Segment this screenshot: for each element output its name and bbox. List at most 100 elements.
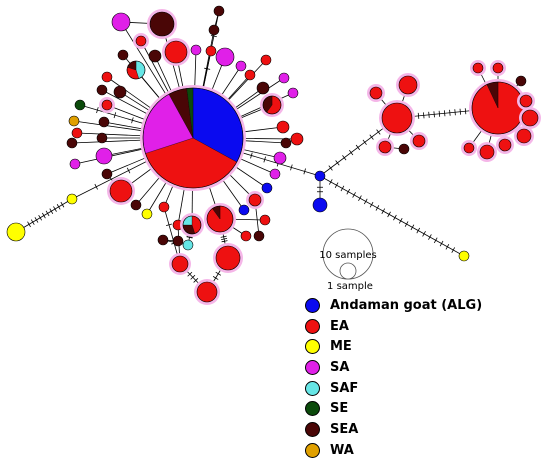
legend-swatch-me [305, 339, 320, 355]
mutation-tick [439, 240, 444, 247]
mutation-tick [454, 109, 456, 116]
node-circle [521, 109, 539, 127]
haplotype-node-n1 [111, 12, 131, 32]
node-outline [126, 60, 146, 80]
mutation-tick [433, 237, 438, 244]
legend-item-ea: EA [305, 316, 482, 337]
mutation-tick [96, 107, 99, 114]
haplotype-node-r2 [469, 79, 527, 137]
mutation-tick [328, 179, 333, 185]
haplotype-node-n42 [180, 213, 204, 237]
node-circle [280, 137, 292, 149]
size-scale: 10 samples 1 sample [319, 228, 377, 292]
haplotype-node-n59 [66, 193, 78, 205]
edge-n57-n61 [319, 175, 465, 257]
node-circle [101, 99, 113, 111]
haplotype-node-n30 [68, 115, 80, 127]
legend-item-wa: WA [305, 440, 482, 461]
node-circle [6, 222, 26, 242]
node-circle [260, 54, 272, 66]
legend-label-wa: WA [330, 442, 354, 458]
mutation-tick [422, 230, 426, 237]
node-circle [113, 85, 127, 99]
legend-item-sea: SEA [305, 419, 482, 440]
haplotype-node-n57 [314, 170, 326, 182]
haplotype-node-r2d [517, 92, 535, 110]
legend-label-se: SE [330, 401, 349, 417]
network-nodes [6, 5, 541, 305]
mutation-tick [387, 211, 391, 218]
legend-label-saf: SAF [330, 380, 359, 396]
mutation-tick [193, 278, 199, 283]
haplotype-node-r2c [515, 75, 527, 87]
node-circle [498, 138, 512, 152]
haplotype-node-n9 [215, 47, 235, 67]
haplotype-node-n18 [290, 132, 304, 146]
mutation-tick [126, 167, 131, 174]
legend: Andaman goat (ALG) EA ME SA SAF SE SEA W… [305, 295, 482, 461]
mutation-tick [451, 247, 456, 253]
haplotype-node-r3b [396, 73, 420, 97]
mutation-tick [27, 221, 31, 228]
mutation-tick [417, 112, 420, 119]
mutation-tick [428, 111, 430, 118]
mutation-tick [221, 240, 228, 243]
mutation-tick [404, 221, 409, 227]
mutation-tick [410, 224, 415, 231]
haplotype-node-n31 [71, 127, 83, 139]
haplotype-node-n13 [278, 72, 290, 84]
haplotype-node-n34 [95, 147, 113, 165]
mutation-tick [363, 198, 368, 205]
mutation-tick [49, 208, 54, 214]
mutation-tick [212, 276, 219, 280]
node-circle [205, 45, 217, 57]
node-circle [276, 120, 290, 134]
node-circle [68, 115, 80, 127]
mutation-tick [215, 271, 222, 276]
node-circle [74, 99, 86, 111]
scale-label-1-sample: 1 sample [327, 281, 373, 292]
legend-item-alg: Andaman goat (ALG) [305, 295, 482, 316]
node-circle [261, 182, 273, 194]
node-circle [398, 143, 410, 155]
mutation-tick [423, 112, 425, 119]
legend-label-alg: Andaman goat (ALG) [330, 297, 483, 313]
haplotype-node-n48 [213, 243, 243, 273]
mutation-tick [438, 110, 441, 117]
haplotype-node-n36 [101, 168, 113, 180]
node-circle [273, 151, 287, 165]
mutation-tick [303, 168, 306, 175]
haplotype-node-n11 [260, 54, 272, 66]
haplotype-node-n3 [213, 5, 225, 17]
mutation-tick [375, 205, 380, 211]
haplotype-node-n44 [182, 239, 194, 251]
node-circle [479, 144, 495, 160]
haplotype-node-n32 [96, 132, 108, 144]
haplotype-node-r2f [514, 126, 534, 146]
mutation-tick [393, 214, 397, 221]
haplotype-node-n16 [287, 87, 299, 99]
node-outline [182, 215, 202, 235]
node-circle [149, 11, 175, 37]
haplotype-node-n28 [74, 99, 86, 111]
node-circle [101, 71, 113, 83]
haplotype-node-n33 [66, 137, 78, 149]
node-circle [314, 170, 326, 182]
haplotype-node-n29 [98, 116, 110, 128]
node-circle [238, 204, 250, 216]
mutation-tick [113, 112, 117, 119]
haplotype-node-n39 [141, 208, 153, 220]
node-circle [158, 201, 170, 213]
node-circle [290, 132, 304, 146]
node-circle [157, 234, 169, 246]
mutation-tick [340, 185, 345, 192]
haplotype-node-n6 [162, 38, 190, 66]
node-circle [458, 250, 470, 262]
node-circle [135, 35, 147, 47]
mutation-tick [459, 108, 462, 115]
haplotype-node-r2i [461, 140, 477, 156]
haplotype-node-r3e [398, 143, 410, 155]
haplotype-node-n45 [172, 235, 184, 247]
node-circle [213, 5, 225, 17]
